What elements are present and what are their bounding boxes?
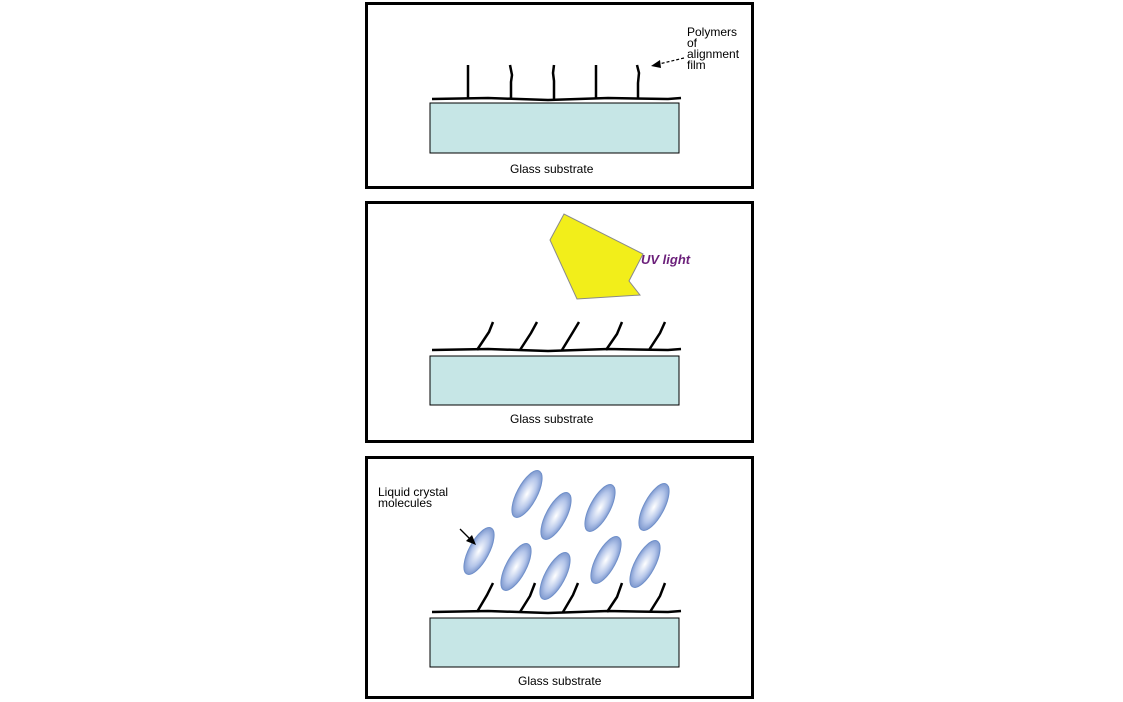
- polymer-chain: [605, 582, 624, 613]
- annotation-line: alignment: [687, 47, 740, 61]
- polymer-chain: [508, 64, 514, 99]
- lc-molecule: [511, 470, 543, 518]
- polymer-chain: [604, 321, 624, 351]
- film-surface-line: [431, 609, 682, 615]
- uv-arrow-icon: [549, 213, 644, 300]
- glass-substrate: [429, 355, 680, 406]
- lc-molecule: [463, 527, 495, 575]
- glass-substrate: [429, 617, 680, 668]
- lc-molecule: [629, 540, 661, 588]
- annotation-line: film: [687, 58, 706, 72]
- lc-molecule: [539, 552, 571, 600]
- film-surface-line: [431, 96, 682, 102]
- polymer-chain: [560, 321, 581, 351]
- substrate-label: Glass substrate: [518, 674, 602, 688]
- glass-substrate: [429, 102, 680, 154]
- polymer-chain: [475, 582, 495, 613]
- lc-molecule: [584, 484, 616, 532]
- arrow-head: [651, 60, 661, 68]
- liquid-crystal-molecules: [463, 470, 670, 600]
- polymer-chain: [551, 64, 556, 99]
- polymer-chain: [518, 321, 539, 351]
- polymer-chain: [475, 321, 495, 351]
- panel-1-drawing: [429, 57, 685, 154]
- lc-molecule: [590, 536, 622, 584]
- panel-3-drawing: [429, 470, 682, 668]
- substrate-label: Glass substrate: [510, 412, 594, 426]
- annotation-line: molecules: [378, 496, 433, 510]
- lc-molecule: [638, 483, 670, 531]
- film-surface-line: [431, 347, 682, 353]
- annotation-line: Liquid crystal: [378, 485, 449, 499]
- annotation-arrow: [658, 57, 685, 65]
- lc-molecule: [540, 492, 572, 540]
- annotation-line: of: [687, 36, 698, 50]
- tilted-polymers: [475, 321, 667, 351]
- polymer-chain: [635, 64, 641, 99]
- polymer-annotation: Polymers of alignment film: [687, 25, 740, 72]
- polymer-chain: [518, 582, 537, 613]
- panel-2-drawing: [429, 213, 682, 406]
- polymer-chain: [561, 582, 580, 613]
- tilted-polymers: [475, 582, 667, 613]
- uv-light-label: UV light: [641, 252, 691, 267]
- substrate-label: Glass substrate: [510, 162, 594, 176]
- polymer-chain: [648, 582, 667, 613]
- panel-uv-exposure: UV light Glass substrate: [365, 201, 754, 443]
- arrow-head: [466, 535, 476, 545]
- lc-molecule: [500, 543, 532, 591]
- panel-liquid-crystal: Liquid crystal molecules Glass substrate: [365, 456, 754, 699]
- panel-polymer-film: Polymers of alignment film Glass substra…: [365, 2, 754, 189]
- lc-annotation: Liquid crystal molecules: [378, 485, 449, 510]
- annotation-line: Polymers: [687, 25, 738, 39]
- annotation-arrow: [459, 528, 471, 540]
- polymer-chain: [647, 321, 667, 351]
- vertical-polymers: [466, 64, 641, 99]
